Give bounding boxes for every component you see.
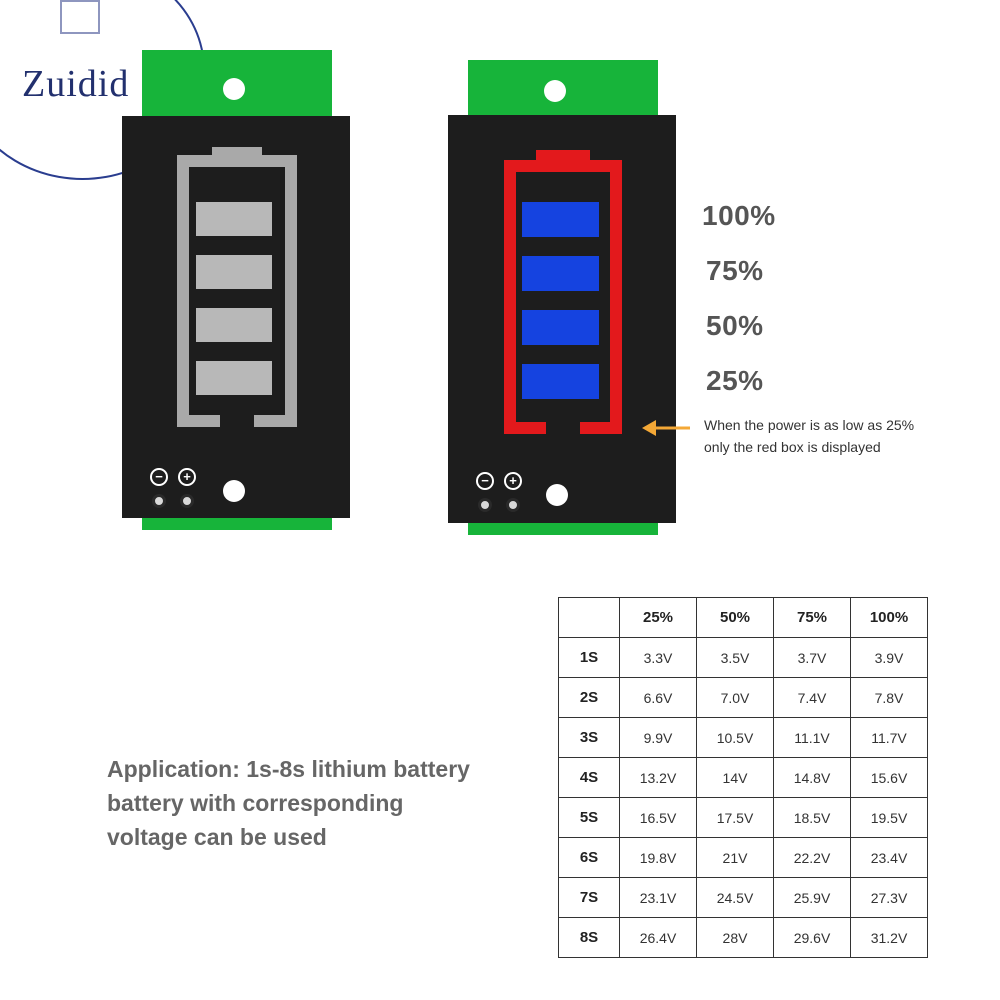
table-cell: 17.5V xyxy=(696,797,774,838)
application-text: Application: 1s-8s lithium battery batte… xyxy=(107,752,527,854)
battery-icon-off xyxy=(177,147,297,427)
table-cell: 31.2V xyxy=(850,917,928,958)
row-label: 1S xyxy=(558,637,620,678)
plus-pin-label: + xyxy=(504,472,522,490)
note-line: only the red box is displayed xyxy=(704,439,881,455)
table-cell: 3.5V xyxy=(696,637,774,678)
battery-module-off: − + xyxy=(122,50,350,530)
header-cell xyxy=(558,597,620,638)
plus-pin-label: + xyxy=(178,468,196,486)
header-cell: 50% xyxy=(696,597,774,638)
table-cell: 11.1V xyxy=(773,717,851,758)
header-cell: 100% xyxy=(850,597,928,638)
battery-module-on: − + xyxy=(448,50,676,535)
table-cell: 13.2V xyxy=(619,757,697,798)
header-cell: 25% xyxy=(619,597,697,638)
row-label: 7S xyxy=(558,877,620,918)
plus-pin xyxy=(180,494,194,508)
table-cell: 18.5V xyxy=(773,797,851,838)
table-cell: 19.8V xyxy=(619,837,697,878)
table-cell: 28V xyxy=(696,917,774,958)
table-row: 7S 23.1V 24.5V 25.9V 27.3V xyxy=(558,877,928,918)
table-cell: 23.1V xyxy=(619,877,697,918)
header-cell: 75% xyxy=(773,597,851,638)
table-row: 2S 6.6V 7.0V 7.4V 7.8V xyxy=(558,677,928,718)
table-cell: 3.9V xyxy=(850,637,928,678)
table-row: 3S 9.9V 10.5V 11.1V 11.7V xyxy=(558,717,928,758)
mount-hole-top xyxy=(544,80,566,102)
mount-hole-bottom xyxy=(546,484,568,506)
battery-icon-on xyxy=(504,150,622,434)
row-label: 2S xyxy=(558,677,620,718)
note-line: When the power is as low as 25% xyxy=(704,417,915,433)
table-cell: 6.6V xyxy=(619,677,697,718)
table-row: 6S 19.8V 21V 22.2V 23.4V xyxy=(558,837,928,878)
voltage-table: 25% 50% 75% 100% 1S 3.3V 3.5V 3.7V 3.9V … xyxy=(558,597,928,958)
table-cell: 16.5V xyxy=(619,797,697,838)
row-label: 5S xyxy=(558,797,620,838)
table-cell: 26.4V xyxy=(619,917,697,958)
low-power-note: When the power is as low as 25% only the… xyxy=(704,414,914,458)
table-cell: 7.4V xyxy=(773,677,851,718)
application-line: Application: 1s-8s lithium battery xyxy=(107,756,470,782)
table-cell: 22.2V xyxy=(773,837,851,878)
table-cell: 7.8V xyxy=(850,677,928,718)
row-label: 8S xyxy=(558,917,620,958)
table-cell: 24.5V xyxy=(696,877,774,918)
table-cell: 3.7V xyxy=(773,637,851,678)
application-line: voltage can be used xyxy=(107,824,327,850)
table-cell: 7.0V xyxy=(696,677,774,718)
table-row: 4S 13.2V 14V 14.8V 15.6V xyxy=(558,757,928,798)
table-cell: 9.9V xyxy=(619,717,697,758)
chip-icon xyxy=(60,0,100,34)
mount-hole-top xyxy=(223,78,245,100)
table-row: 8S 26.4V 28V 29.6V 31.2V xyxy=(558,917,928,958)
table-row: 1S 3.3V 3.5V 3.7V 3.9V xyxy=(558,637,928,678)
table-cell: 11.7V xyxy=(850,717,928,758)
minus-pin-label: − xyxy=(476,472,494,490)
table-cell: 10.5V xyxy=(696,717,774,758)
table-row: 5S 16.5V 17.5V 18.5V 19.5V xyxy=(558,797,928,838)
table-cell: 14.8V xyxy=(773,757,851,798)
table-cell: 27.3V xyxy=(850,877,928,918)
mount-hole-bottom xyxy=(223,480,245,502)
minus-pin xyxy=(478,498,492,512)
logo-text: Zuidid xyxy=(22,63,130,105)
table-header-row: 25% 50% 75% 100% xyxy=(558,597,928,638)
row-label: 3S xyxy=(558,717,620,758)
minus-pin-label: − xyxy=(150,468,168,486)
row-label: 4S xyxy=(558,757,620,798)
table-cell: 29.6V xyxy=(773,917,851,958)
arrow-left-icon xyxy=(642,420,690,436)
table-cell: 21V xyxy=(696,837,774,878)
table-cell: 3.3V xyxy=(619,637,697,678)
plus-pin xyxy=(506,498,520,512)
table-cell: 23.4V xyxy=(850,837,928,878)
row-label: 6S xyxy=(558,837,620,878)
application-line: battery with corresponding xyxy=(107,790,404,816)
table-cell: 19.5V xyxy=(850,797,928,838)
level-50-label: 50% xyxy=(706,310,764,341)
level-25-label: 25% xyxy=(706,365,764,396)
level-100-label: 100% xyxy=(702,200,776,231)
table-cell: 15.6V xyxy=(850,757,928,798)
minus-pin xyxy=(152,494,166,508)
table-cell: 14V xyxy=(696,757,774,798)
table-cell: 25.9V xyxy=(773,877,851,918)
level-75-label: 75% xyxy=(706,255,764,286)
